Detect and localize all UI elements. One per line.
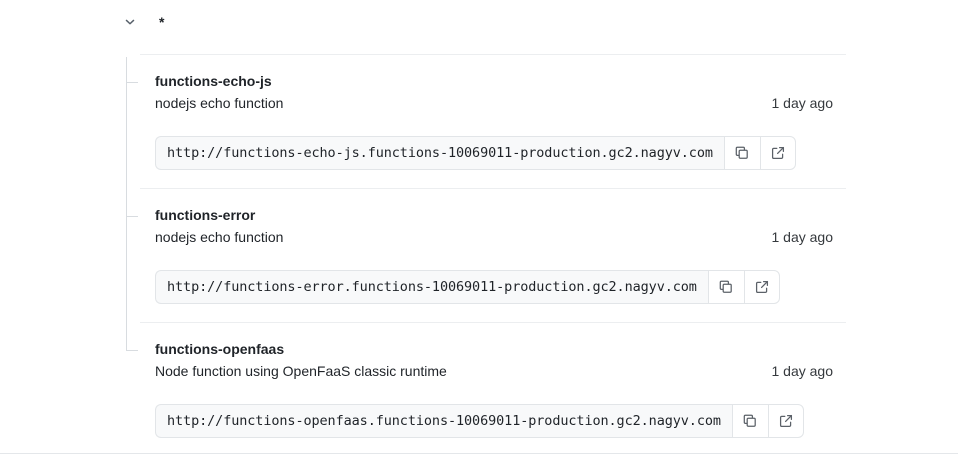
item-description: nodejs echo function [155, 95, 284, 111]
tree-spine [126, 57, 127, 351]
url-input-group: http://functions-openfaas.functions-1006… [155, 404, 804, 438]
divider [140, 322, 846, 323]
url-input[interactable]: http://functions-openfaas.functions-1006… [155, 404, 732, 438]
tree-stub [126, 82, 138, 83]
item-name[interactable]: functions-openfaas [155, 341, 285, 357]
url-input-group: http://functions-error.functions-1006901… [155, 270, 780, 304]
external-link-icon[interactable] [767, 404, 804, 438]
item-timestamp: 1 day ago [771, 363, 834, 379]
copy-icon[interactable] [707, 270, 744, 304]
item-timestamp: 1 day ago [771, 95, 834, 111]
group-header: * [0, 0, 958, 46]
tree-stub [126, 350, 138, 351]
url-input[interactable]: http://functions-echo-js.functions-10069… [155, 136, 724, 170]
item-name[interactable]: functions-echo-js [155, 73, 272, 89]
url-input-group: http://functions-echo-js.functions-10069… [155, 136, 796, 170]
tree-stub [126, 216, 138, 217]
item-description: nodejs echo function [155, 229, 284, 245]
copy-icon[interactable] [723, 136, 760, 170]
item-name[interactable]: functions-error [155, 207, 256, 223]
item-description: Node function using OpenFaaS classic run… [155, 363, 447, 379]
divider [140, 188, 846, 189]
bottom-rule [0, 453, 958, 454]
group-title: * [159, 14, 165, 30]
url-input[interactable]: http://functions-error.functions-1006901… [155, 270, 708, 304]
external-link-icon[interactable] [759, 136, 796, 170]
external-link-icon[interactable] [743, 270, 780, 304]
item-timestamp: 1 day ago [771, 229, 834, 245]
divider [140, 54, 846, 55]
copy-icon[interactable] [731, 404, 768, 438]
chevron-down-icon[interactable] [122, 14, 138, 30]
